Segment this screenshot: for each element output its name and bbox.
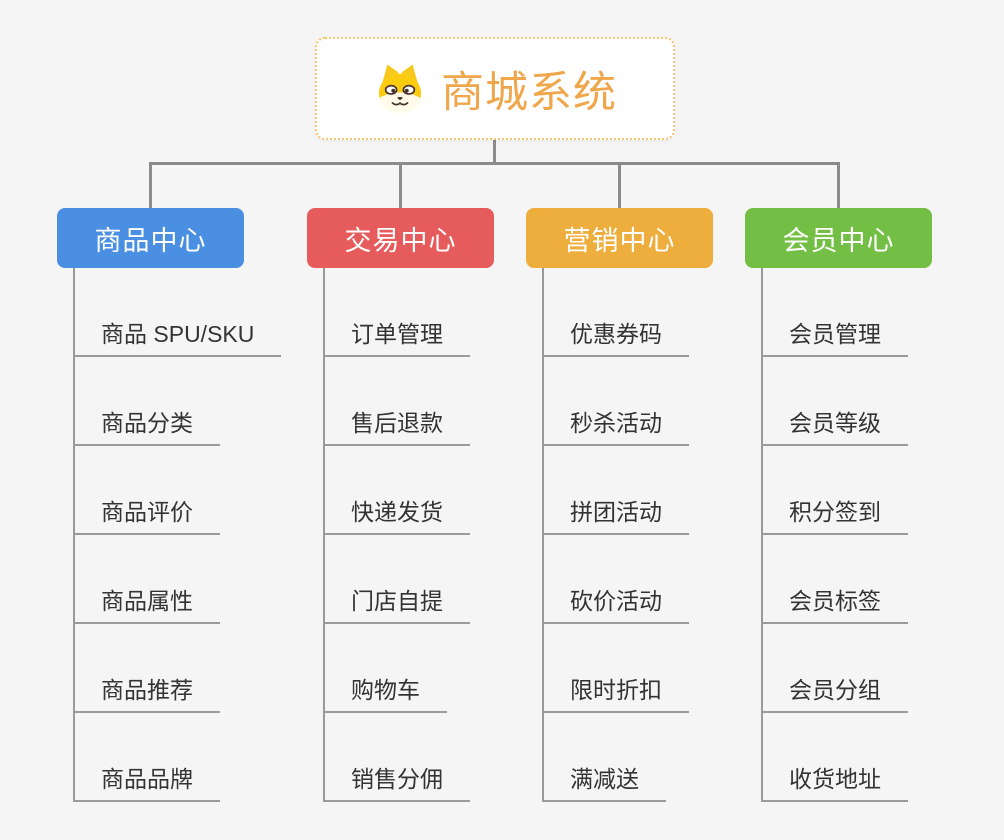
connector-trunk-trade-center <box>323 268 325 802</box>
leaf-topic[interactable]: 商品推荐 <box>73 671 220 713</box>
connector-bus <box>149 162 840 165</box>
branch-node-trade-center[interactable]: 交易中心 <box>307 208 494 268</box>
branch-node-product-center[interactable]: 商品中心 <box>57 208 244 268</box>
connector-drop-marketing-center <box>618 162 621 209</box>
connector-drop-product-center <box>149 162 152 209</box>
connector-trunk-marketing-center <box>542 268 544 802</box>
connector-trunk-member-center <box>761 268 763 802</box>
leaf-topic[interactable]: 商品分类 <box>73 404 220 446</box>
leaf-topic[interactable]: 商品评价 <box>73 493 220 535</box>
leaf-row: 商品分类 <box>73 357 281 446</box>
leaf-topic[interactable]: 门店自提 <box>323 582 470 624</box>
branch-node-marketing-center[interactable]: 营销中心 <box>526 208 713 268</box>
leaf-topic[interactable]: 会员标签 <box>761 582 908 624</box>
root-title: 商城系统 <box>441 68 617 117</box>
leaf-topic[interactable]: 收货地址 <box>761 760 908 802</box>
leaf-column-trade-center: 订单管理售后退款快递发货门店自提购物车销售分佣 <box>323 268 470 802</box>
leaf-row: 订单管理 <box>323 268 470 357</box>
leaf-topic[interactable]: 商品品牌 <box>73 760 220 802</box>
leaf-topic[interactable]: 订单管理 <box>323 315 470 357</box>
leaf-row: 会员等级 <box>761 357 908 446</box>
branch-label: 会员中心 <box>782 225 895 256</box>
connector-drop-member-center <box>837 162 840 209</box>
leaf-topic[interactable]: 限时折扣 <box>542 671 689 713</box>
root-topic[interactable]: 商城系统 <box>315 37 675 140</box>
branch-label: 营销中心 <box>563 225 676 256</box>
leaf-column-marketing-center: 优惠券码秒杀活动拼团活动砍价活动限时折扣满减送 <box>542 268 689 802</box>
leaf-topic[interactable]: 积分签到 <box>761 493 908 535</box>
leaf-row: 销售分佣 <box>323 713 470 802</box>
leaf-row: 秒杀活动 <box>542 357 689 446</box>
leaf-row: 门店自提 <box>323 535 470 624</box>
connector-trunk-product-center <box>73 268 75 802</box>
leaf-topic[interactable]: 销售分佣 <box>323 760 470 802</box>
leaf-row: 会员管理 <box>761 268 908 357</box>
leaf-row: 商品属性 <box>73 535 281 624</box>
connector-root-stem <box>493 140 496 165</box>
leaf-row: 收货地址 <box>761 713 908 802</box>
leaf-topic[interactable]: 会员等级 <box>761 404 908 446</box>
leaf-row: 限时折扣 <box>542 624 689 713</box>
leaf-row: 商品评价 <box>73 446 281 535</box>
leaf-row: 会员标签 <box>761 535 908 624</box>
leaf-column-member-center: 会员管理会员等级积分签到会员标签会员分组收货地址 <box>761 268 908 802</box>
leaf-topic[interactable]: 秒杀活动 <box>542 404 689 446</box>
branch-label: 商品中心 <box>94 225 207 256</box>
leaf-row: 积分签到 <box>761 446 908 535</box>
leaf-row: 商品 SPU/SKU <box>73 268 282 357</box>
leaf-topic[interactable]: 满减送 <box>542 760 666 802</box>
leaf-topic[interactable]: 会员分组 <box>761 671 908 713</box>
leaf-row: 砍价活动 <box>542 535 689 624</box>
leaf-row: 会员分组 <box>761 624 908 713</box>
leaf-topic[interactable]: 砍价活动 <box>542 582 689 624</box>
leaf-row: 优惠券码 <box>542 268 689 357</box>
leaf-row: 拼团活动 <box>542 446 689 535</box>
leaf-row: 快递发货 <box>323 446 470 535</box>
branch-node-member-center[interactable]: 会员中心 <box>745 208 932 268</box>
leaf-topic[interactable]: 售后退款 <box>323 404 470 446</box>
leaf-row: 满减送 <box>542 713 689 802</box>
leaf-topic[interactable]: 快递发货 <box>323 493 470 535</box>
leaf-row: 售后退款 <box>323 357 470 446</box>
leaf-topic[interactable]: 购物车 <box>323 671 447 713</box>
dog-icon <box>378 64 422 113</box>
connector-drop-trade-center <box>399 162 402 209</box>
leaf-column-product-center: 商品 SPU/SKU 商品分类商品评价商品属性商品推荐商品品牌 <box>73 268 282 802</box>
leaf-topic[interactable]: 优惠券码 <box>542 315 689 357</box>
leaf-row: 商品品牌 <box>73 713 281 802</box>
leaf-topic[interactable]: 商品 SPU/SKU <box>73 315 282 357</box>
leaf-topic[interactable]: 会员管理 <box>761 315 908 357</box>
leaf-topic[interactable]: 拼团活动 <box>542 493 689 535</box>
leaf-row: 购物车 <box>323 624 470 713</box>
branch-label: 交易中心 <box>344 225 457 256</box>
leaf-row: 商品推荐 <box>73 624 281 713</box>
leaf-topic[interactable]: 商品属性 <box>73 582 220 624</box>
